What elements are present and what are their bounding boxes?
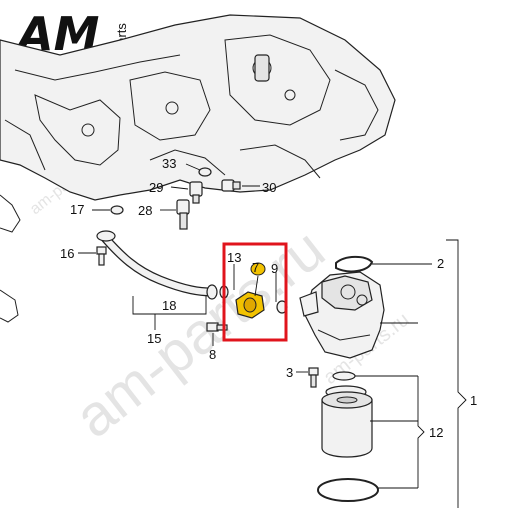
oil-filter-housing [299,271,385,359]
callouts: 33 29 30 17 28 16 18 15 8 13 7 9 2 3 1 1… [60,156,477,440]
union-29 [189,181,203,204]
callout-16: 16 [60,246,74,261]
leader-lines [78,163,467,508]
callout-1: 1 [470,393,477,408]
callout-9: 9 [271,261,278,276]
seal-17 [110,205,124,215]
oil-sump [0,14,396,323]
callout-18: 18 [162,298,176,313]
seal-33 [198,167,212,177]
callout-3: 3 [286,365,293,380]
callout-15: 15 [147,331,161,346]
callout-13: 13 [227,250,241,265]
union-28 [176,199,190,230]
callout-12: 12 [429,425,443,440]
oil-pipe [96,230,218,300]
callout-29: 29 [149,180,163,195]
highlighted-part [235,262,266,319]
highlight-frame [222,242,288,342]
callout-30: 30 [262,180,276,195]
oil-filter [317,371,379,502]
bolt-3 [308,367,319,388]
callout-28: 28 [138,203,152,218]
callout-7: 7 [252,260,259,275]
bolt-8 [206,322,228,332]
callout-8: 8 [209,347,216,362]
gasket-2 [335,255,374,273]
callout-33: 33 [162,156,176,171]
callout-2: 2 [437,256,444,271]
small-parts [96,167,319,388]
callout-17: 17 [70,202,84,217]
bolt-16 [96,246,107,266]
fitting-30 [221,179,241,192]
